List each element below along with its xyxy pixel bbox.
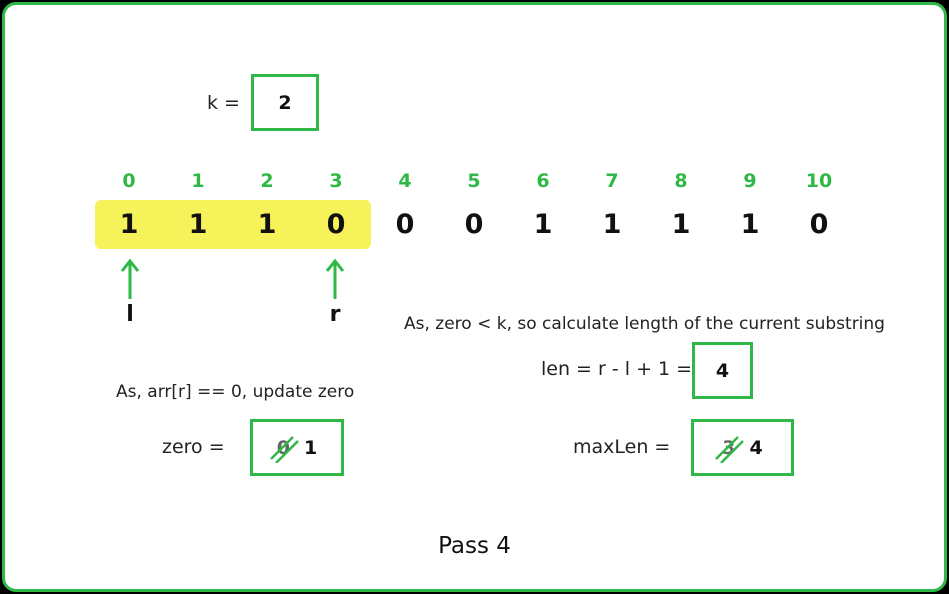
r-pointer-label: r — [329, 302, 341, 327]
value-5: 0 — [464, 209, 484, 240]
value-10: 0 — [809, 209, 829, 240]
value-8: 1 — [671, 209, 691, 240]
l-pointer-label: l — [126, 302, 134, 327]
index-6: 6 — [536, 170, 550, 192]
index-8: 8 — [674, 170, 688, 192]
maxlen-old-value-struck: 3 — [715, 435, 745, 463]
index-10: 10 — [805, 170, 833, 192]
zero-new-value: 1 — [304, 436, 318, 459]
maxlen-label: maxLen = — [573, 436, 671, 458]
index-4: 4 — [398, 170, 412, 192]
index-5: 5 — [467, 170, 481, 192]
maxlen-new-value: 4 — [749, 436, 763, 459]
value-7: 1 — [602, 209, 622, 240]
strike-through-mark — [269, 435, 299, 463]
index-7: 7 — [605, 170, 619, 192]
k-label: k = — [207, 92, 240, 114]
index-3: 3 — [329, 170, 343, 192]
strike-through-mark — [715, 435, 745, 463]
index-0: 0 — [122, 170, 136, 192]
k-value-box: 2 — [251, 74, 319, 131]
len-label: len = r - l + 1 = — [541, 358, 693, 380]
zero-value-box: 0 1 — [250, 419, 344, 476]
window-highlight — [95, 200, 371, 249]
value-6: 1 — [533, 209, 553, 240]
k-value: 2 — [278, 91, 292, 114]
pointer-arrows — [120, 258, 345, 299]
value-9: 1 — [740, 209, 760, 240]
value-1: 1 — [188, 209, 208, 240]
r-arrow — [325, 258, 345, 299]
zero-note: As, arr[r] == 0, update zero — [116, 382, 355, 402]
value-3: 0 — [326, 209, 346, 240]
index-9: 9 — [743, 170, 757, 192]
l-arrow — [120, 258, 140, 299]
len-value: 4 — [715, 359, 730, 382]
index-2: 2 — [260, 170, 274, 192]
value-0: 1 — [119, 209, 139, 240]
zero-label: zero = — [162, 436, 225, 458]
zero-old-value-struck: 0 — [269, 435, 299, 463]
value-2: 1 — [257, 209, 277, 240]
len-note: As, zero < k, so calculate length of the… — [404, 314, 885, 334]
value-4: 0 — [395, 209, 415, 240]
pass-label: Pass 4 — [438, 533, 511, 559]
len-value-box: 4 — [692, 342, 753, 399]
maxlen-value-box: 3 4 — [691, 419, 794, 476]
index-1: 1 — [191, 170, 205, 192]
